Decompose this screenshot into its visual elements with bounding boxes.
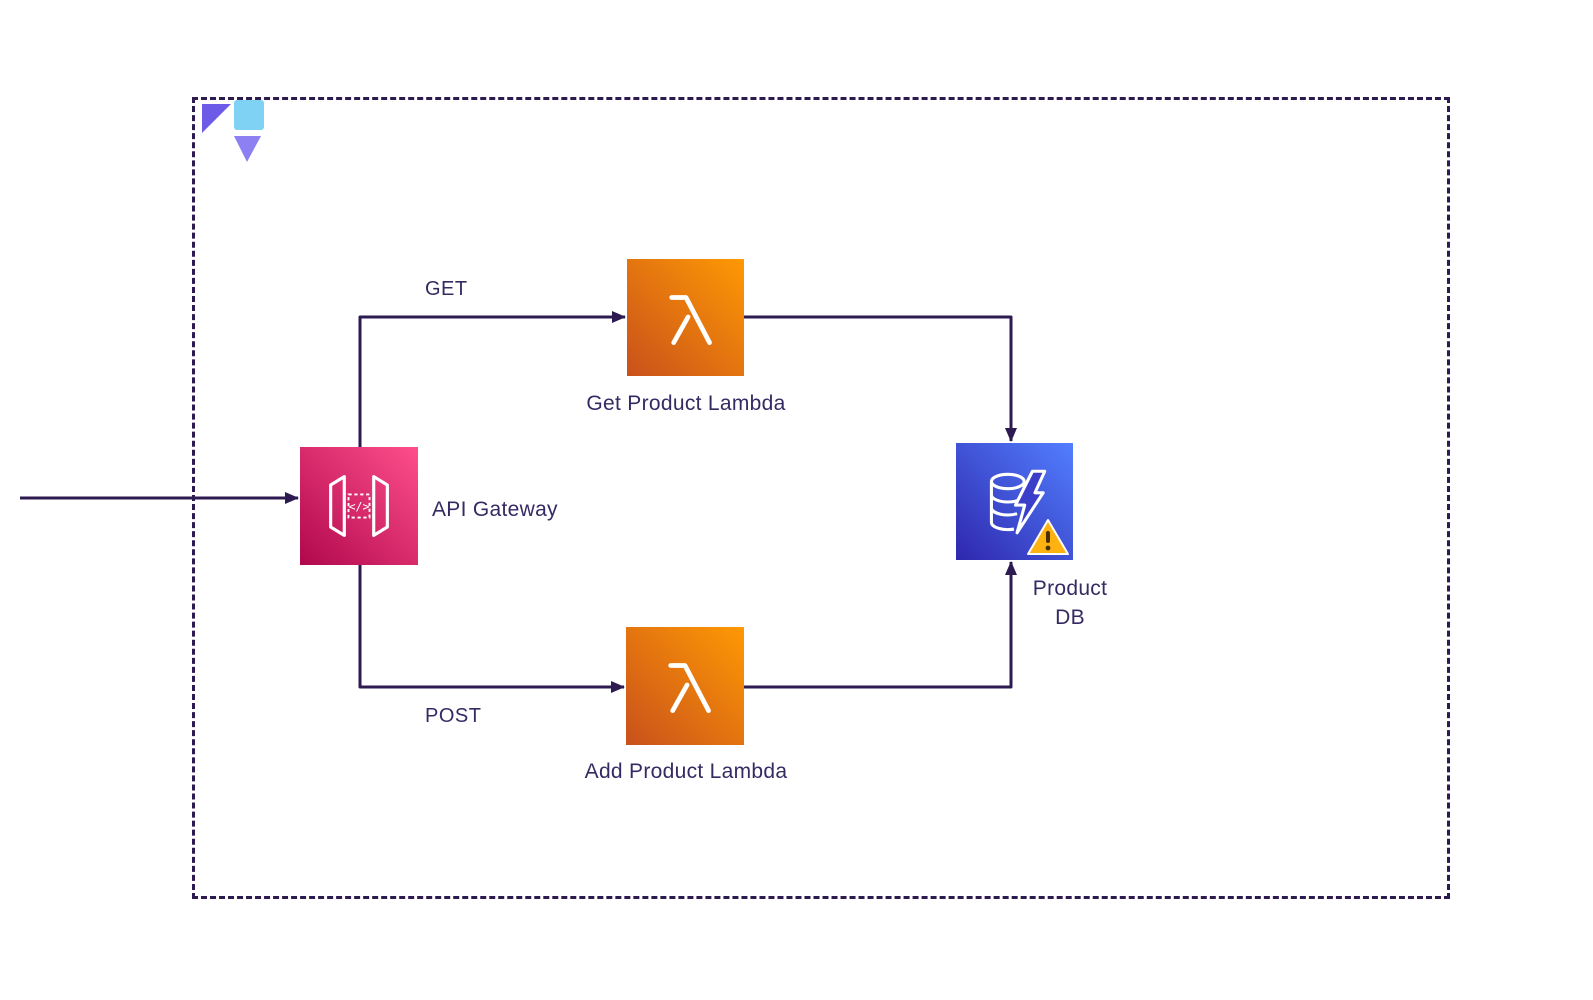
label-product-db-line2: DB bbox=[1055, 606, 1085, 629]
node-get-product-lambda bbox=[627, 259, 744, 376]
lambda-icon bbox=[668, 663, 711, 713]
edge-label-get: GET bbox=[425, 278, 468, 300]
warning-icon bbox=[1027, 519, 1069, 555]
node-add-product-lambda bbox=[626, 627, 744, 745]
label-get-product-lambda: Get Product Lambda bbox=[586, 392, 786, 415]
api-gateway-icon: </> bbox=[329, 475, 389, 537]
svg-text:</>: </> bbox=[349, 500, 370, 514]
logo-pennant bbox=[234, 136, 261, 162]
lambda-icon bbox=[668, 294, 712, 345]
label-api-gateway: API Gateway bbox=[432, 498, 558, 521]
label-add-product-lambda: Add Product Lambda bbox=[584, 760, 788, 783]
logo-square bbox=[234, 100, 264, 130]
node-api-gateway: </> bbox=[300, 447, 418, 565]
logo-triangle bbox=[202, 104, 231, 133]
label-product-db: Product DB bbox=[1033, 574, 1107, 632]
dynamodb-icon bbox=[989, 469, 1046, 534]
brand-logo bbox=[202, 100, 264, 162]
node-product-db bbox=[956, 443, 1073, 560]
edge-label-post: POST bbox=[425, 705, 482, 727]
label-product-db-line1: Product bbox=[1032, 577, 1108, 600]
